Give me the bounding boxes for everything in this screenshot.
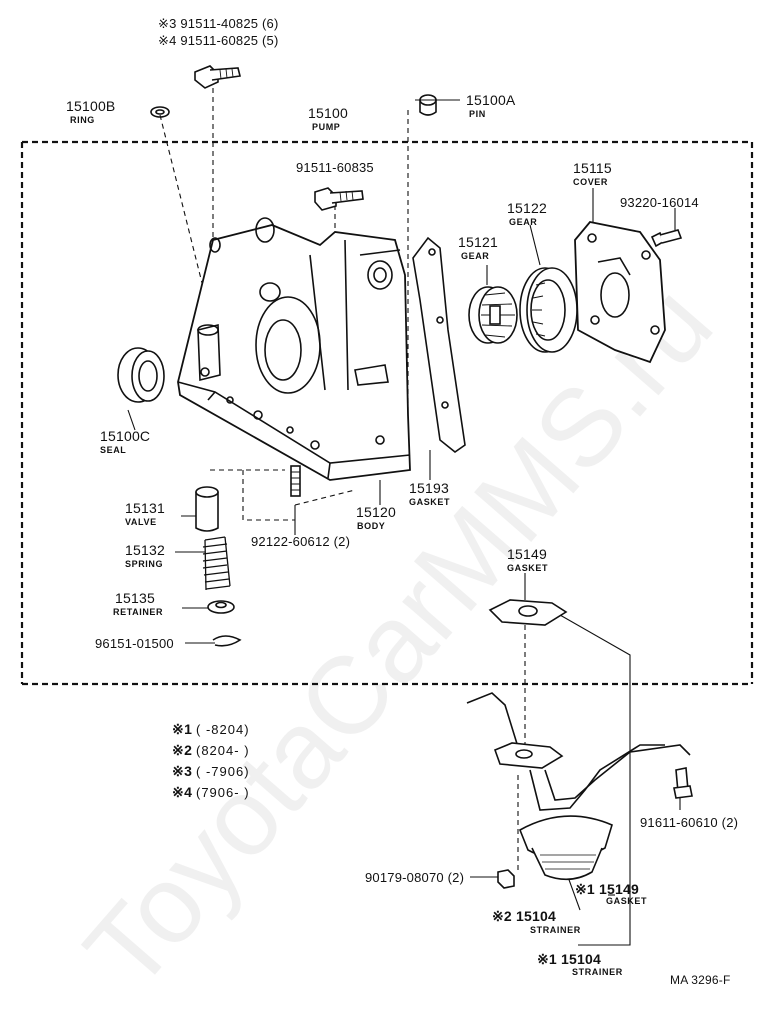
gasket3-partno: ※1 15149 <box>575 881 639 897</box>
bolt-d-label: 91611-60610 (2) <box>640 815 739 830</box>
assembly-boundary <box>20 140 754 686</box>
retainer-name: RETAINER <box>113 607 164 617</box>
bolt-b-label: ※4 91511-60825 (5) <box>158 33 279 48</box>
strainer1-partno: ※1 15104 <box>537 951 601 967</box>
strainer1-name: STRAINER <box>572 967 623 977</box>
pump-partno: 15100 <box>308 105 348 121</box>
spring-partno: 15132 <box>125 542 165 558</box>
bolt-c-label: 91511-60835 <box>296 160 374 175</box>
stud-bolt <box>290 465 301 497</box>
note-1-text: ( -8204) <box>196 722 250 737</box>
ring-name: RING <box>70 115 95 125</box>
gasket3-name: GASKET <box>606 896 648 906</box>
pin-partno: 15100A <box>466 92 516 108</box>
note-4-text: (7906- ) <box>196 785 250 800</box>
cover-name: COVER <box>573 177 609 187</box>
gasket2-name: GASKET <box>507 563 549 573</box>
dashed-leaders <box>159 88 526 870</box>
bolt-a-label: ※3 91511-40825 (6) <box>158 16 279 31</box>
clip-label: 96151-01500 <box>95 636 174 651</box>
gear1-partno: 15121 <box>458 234 498 250</box>
bolt-top <box>194 65 241 89</box>
strainer-bolt <box>673 767 693 799</box>
note-2-mark: ※2 <box>172 742 193 758</box>
gear1-name: GEAR <box>461 251 490 261</box>
note-1-mark: ※1 <box>172 721 193 737</box>
gear2-partno: 15122 <box>507 200 547 216</box>
retainer-partno: 15135 <box>115 590 155 606</box>
pump-gasket <box>412 236 466 453</box>
spring-name: SPRING <box>125 559 164 569</box>
strainer2-partno: ※2 15104 <box>492 908 556 924</box>
screw-label: 93220-16014 <box>620 195 699 210</box>
oil-strainer <box>466 692 691 881</box>
ring-part <box>150 106 170 118</box>
drive-gear <box>468 286 518 344</box>
pump-body <box>177 217 411 481</box>
bolt-body <box>314 187 364 211</box>
gasket2-partno: 15149 <box>507 546 547 562</box>
nut-label: 90179-08070 (2) <box>365 870 465 885</box>
pump-cover <box>574 221 666 364</box>
note-4-mark: ※4 <box>172 784 193 800</box>
gasket-partno: 15193 <box>409 480 449 496</box>
ring-partno: 15100B <box>66 98 116 114</box>
pump-name: PUMP <box>312 122 341 132</box>
strainer-nut <box>497 869 515 889</box>
seal-partno: 15100C <box>100 428 151 444</box>
note-3-text: ( -7906) <box>196 764 250 779</box>
screw-cover <box>650 229 683 248</box>
leader-lines <box>127 99 681 946</box>
valve-partno: 15131 <box>125 500 165 516</box>
body-name: BODY <box>357 521 386 531</box>
oil-seal <box>117 347 165 403</box>
gear2-name: GEAR <box>509 217 538 227</box>
driven-gear <box>519 267 578 353</box>
strainer-gasket <box>488 599 568 626</box>
snap-ring <box>212 635 242 647</box>
valve-name: VALVE <box>125 517 157 527</box>
stud-label: 92122-60612 (2) <box>251 534 351 549</box>
note-2-text: (8204- ) <box>196 743 250 758</box>
sheet-code: MA 3296-F <box>670 973 731 987</box>
pin-name: PIN <box>469 109 486 119</box>
cover-partno: 15115 <box>573 160 612 176</box>
note-3-mark: ※3 <box>172 763 193 779</box>
relief-spring <box>202 536 231 591</box>
gasket-name: GASKET <box>409 497 451 507</box>
pin-part <box>419 94 437 116</box>
relief-valve <box>195 486 219 532</box>
body-partno: 15120 <box>356 504 396 520</box>
seal-name: SEAL <box>100 445 127 455</box>
retainer <box>207 600 235 614</box>
strainer2-name: STRAINER <box>530 925 581 935</box>
